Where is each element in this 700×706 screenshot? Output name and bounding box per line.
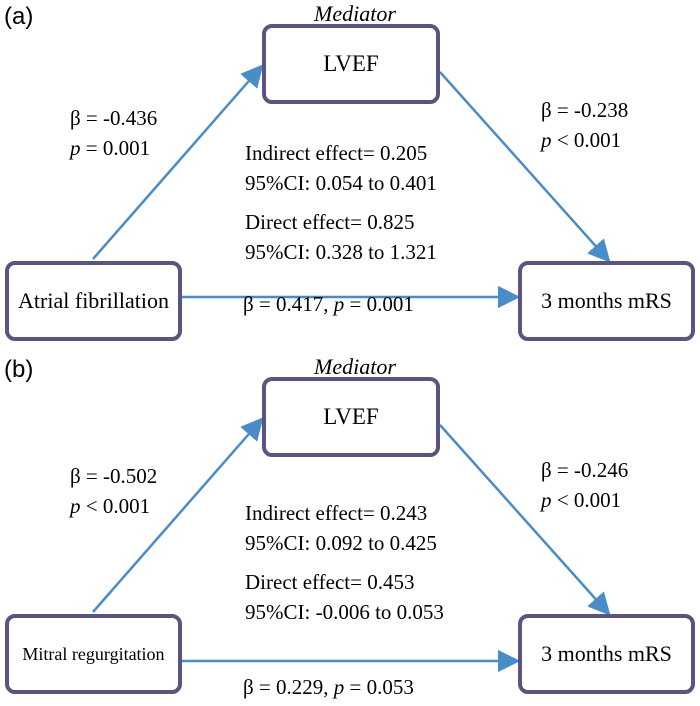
path-b-pvalue: p < 0.001 <box>541 488 622 512</box>
path-a-coefficient: β = -0.436 p = 0.001 <box>70 103 157 163</box>
path-a-pvalue: p = 0.001 <box>70 136 151 160</box>
indirect-effect-value: Indirect effect= 0.243 <box>245 501 428 525</box>
mediator-title: Mediator <box>314 354 396 379</box>
indirect-effect-value: Indirect effect= 0.205 <box>245 141 428 165</box>
path-b-pvalue: p < 0.001 <box>541 128 622 152</box>
path-a-arrow <box>92 64 264 260</box>
direct-effect-value: Direct effect= 0.825 <box>245 210 415 234</box>
path-b-beta: β = -0.238 <box>541 98 629 122</box>
indirect-effect: Indirect effect= 0.205 95%CI: 0.054 to 0… <box>245 138 437 198</box>
mediation-panel-b: (b) Mediator LVEF Mitral regurgitation 3… <box>0 353 700 706</box>
exposure-label: Mitral regurgitation <box>22 643 165 664</box>
mediator-title: Mediator <box>314 1 396 26</box>
outcome-box: 3 months mRS <box>518 614 695 694</box>
path-a-coefficient: β = -0.502 p < 0.001 <box>70 461 157 521</box>
panel-label: (b) <box>4 356 34 383</box>
exposure-box: Atrial fibrillation <box>5 261 182 341</box>
indirect-effect: Indirect effect= 0.243 95%CI: 0.092 to 0… <box>245 498 437 558</box>
mediator-label: LVEF <box>323 51 379 76</box>
exposure-box: Mitral regurgitation <box>5 614 182 694</box>
mediator-box: LVEF <box>262 24 440 104</box>
direct-effect-value: Direct effect= 0.453 <box>245 570 415 594</box>
path-a-arrow <box>92 417 264 613</box>
outcome-box: 3 months mRS <box>518 261 695 341</box>
exposure-label: Atrial fibrillation <box>18 288 169 313</box>
outcome-label: 3 months mRS <box>541 641 672 666</box>
indirect-effect-ci: 95%CI: 0.054 to 0.401 <box>245 171 437 195</box>
mediator-label: LVEF <box>323 404 379 429</box>
path-c-coefficient: β = 0.417, p = 0.001 <box>243 292 414 316</box>
path-b-arrow <box>439 424 611 616</box>
mediator-box: LVEF <box>262 377 440 457</box>
panel-label: (a) <box>4 3 34 30</box>
path-c-coefficient: β = 0.229, p = 0.053 <box>243 675 414 699</box>
path-a-pvalue: p < 0.001 <box>70 494 151 518</box>
path-a-beta: β = -0.436 <box>70 106 158 130</box>
direct-effect-ci: 95%CI: 0.328 to 1.321 <box>245 240 437 264</box>
path-arrows <box>92 64 611 309</box>
path-b-arrow <box>439 71 611 263</box>
path-a-beta: β = -0.502 <box>70 464 158 488</box>
direct-effect: Direct effect= 0.825 95%CI: 0.328 to 1.3… <box>245 207 437 267</box>
path-b-beta: β = -0.246 <box>541 458 629 482</box>
path-b-coefficient: β = -0.238 p < 0.001 <box>541 95 628 155</box>
outcome-label: 3 months mRS <box>541 288 672 313</box>
path-b-coefficient: β = -0.246 p < 0.001 <box>541 455 628 515</box>
direct-effect: Direct effect= 0.453 95%CI: -0.006 to 0.… <box>245 567 444 627</box>
direct-effect-ci: 95%CI: -0.006 to 0.053 <box>245 600 444 624</box>
mediation-panel-a: (a) Mediator LVEF Atrial fibrillation 3 … <box>4 1 695 341</box>
indirect-effect-ci: 95%CI: 0.092 to 0.425 <box>245 531 437 555</box>
path-arrows <box>92 417 611 673</box>
